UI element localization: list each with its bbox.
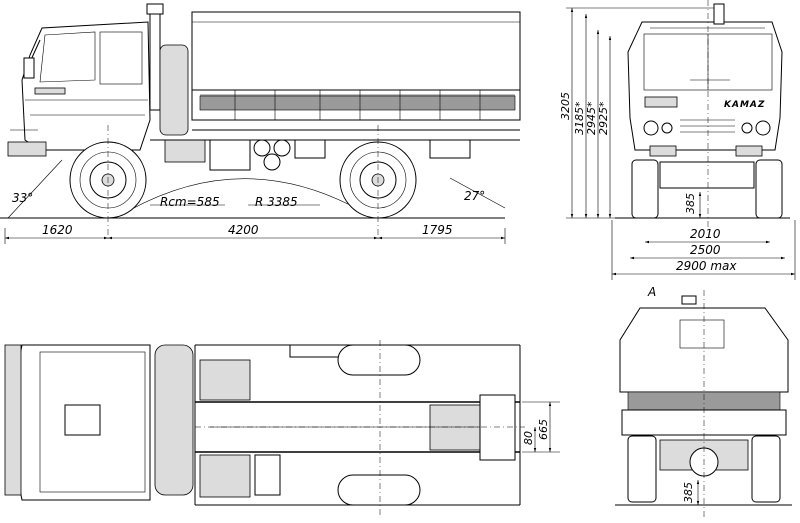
cargo-body-side	[191, 11, 521, 131]
front-angle-label: 33°	[12, 191, 33, 205]
rear-view: A 385	[615, 285, 792, 518]
max-width-dim: 2900 max	[676, 259, 737, 273]
front-overhang-dim: 1620	[42, 223, 73, 237]
air-intake-side	[146, 3, 189, 136]
front-clearance-dim: 385	[684, 193, 697, 214]
rear-view-label: A	[647, 285, 656, 299]
turn-radius-label: Rcm=585	[160, 195, 220, 209]
track-dim: 2010	[690, 227, 721, 241]
height-2945: 2945*	[585, 101, 598, 135]
front-badge: KAMAZ	[724, 100, 765, 110]
cab-side	[7, 21, 151, 157]
height-3205: 3205	[559, 92, 572, 120]
side-view: 33° 27° Rcm=585 R 3385 1620 4200 1795	[0, 3, 521, 244]
rear-angle-label: 27°	[464, 189, 485, 203]
ramp-radius-label: R 3385	[255, 195, 298, 209]
plan-dim-80: 80	[522, 431, 535, 445]
rear-clearance-dim: 385	[682, 482, 695, 503]
plan-view: 80 665	[4, 340, 560, 515]
width-dim: 2500	[690, 243, 721, 257]
height-2925: 2925*	[597, 101, 610, 135]
wheelbase-dim: 4200	[228, 223, 259, 237]
height-dimensions: 3205 3185* 2945* 2925*	[559, 7, 722, 219]
length-dimensions	[4, 228, 506, 244]
plan-dim-665: 665	[537, 419, 550, 440]
front-view: KAMAZ 385 2010 2500 2900 max	[611, 0, 796, 280]
rear-overhang-dim: 1795	[422, 223, 453, 237]
chassis-side	[150, 139, 520, 171]
height-3185: 3185*	[573, 101, 586, 135]
